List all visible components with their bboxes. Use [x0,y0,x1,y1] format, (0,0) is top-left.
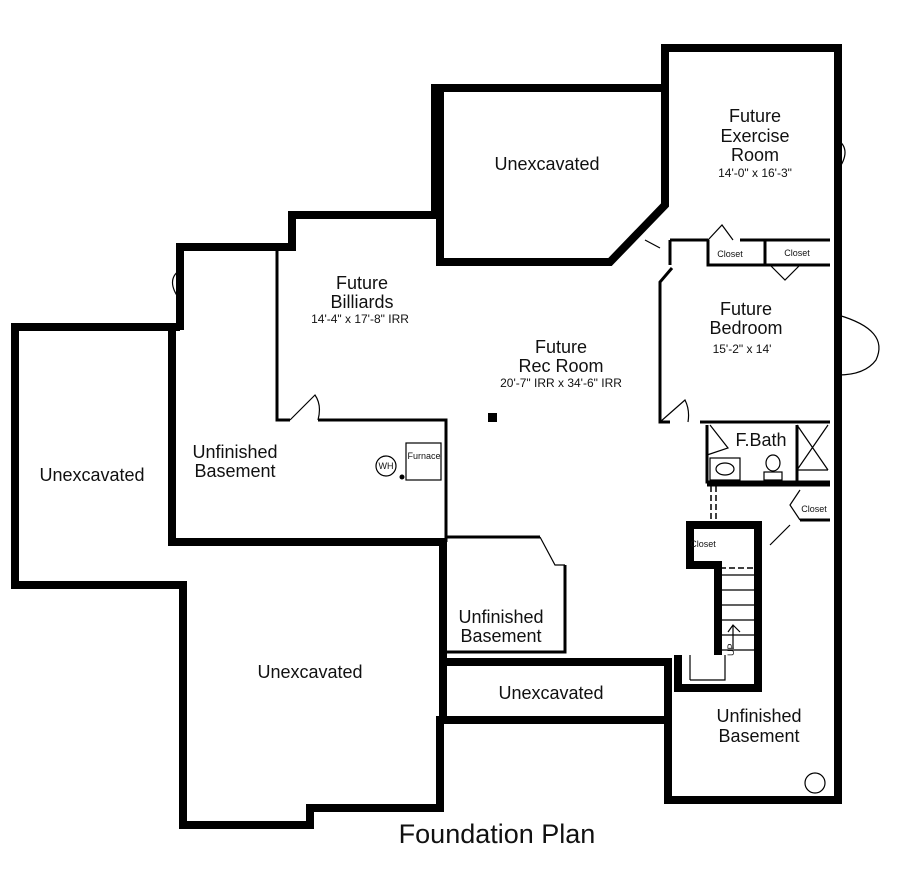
shower [796,424,829,471]
stair-dashes [710,486,756,569]
label-rec-2: Rec Room [518,356,603,376]
label-unexcavated-top: Unexcavated [494,154,599,174]
dims-exercise: 14'-0" x 16'-3" [718,166,792,180]
label-exercise-1: Future [729,106,781,126]
exterior-wall [11,44,842,829]
toilet [765,454,781,472]
unexcavated-left-wall [168,330,447,720]
window [171,139,846,301]
window-bay [837,314,880,376]
landing [689,655,726,681]
drain [399,474,405,480]
label-water-heater: WH [379,461,394,471]
sump-pit [804,772,826,794]
label-stair-up: UP [726,643,736,656]
label-unfinished-mid-2: Basement [460,626,541,646]
vanity [709,457,741,481]
dims-rec: 20'-7" IRR x 34'-6" IRR [500,376,622,390]
plan-title: Foundation Plan [399,819,596,849]
unexcavated-small-wall [443,658,672,720]
label-closet-b: Closet [784,248,810,258]
label-bedroom-2: Bedroom [709,318,782,338]
label-unexcavated-bottom: Unexcavated [257,662,362,682]
label-unexcavated-small: Unexcavated [498,683,603,703]
label-rec-1: Future [535,337,587,357]
label-unfinished-left-1: Unfinished [192,442,277,462]
door-swings [289,224,801,566]
label-bath: F.Bath [735,430,786,450]
dims-bedroom: 15'-2" x 14' [713,342,772,356]
sink [715,462,735,476]
stair-wall [674,521,762,692]
label-billiards-1: Future [336,273,388,293]
water-heater-circle [375,455,397,477]
bath-wall [705,425,830,522]
label-unfinished-left-2: Basement [194,461,275,481]
furnace-box [405,442,442,481]
column [488,413,497,422]
label-unfinished-right-1: Unfinished [716,706,801,726]
dims-billiards: 14'-4" x 17'-8" IRR [311,312,409,326]
label-exercise-3: Room [731,145,779,165]
label-closet-a: Closet [717,249,743,259]
label-unexcavated-left: Unexcavated [39,465,144,485]
exercise-wall [668,238,830,267]
toilet-tank [763,471,783,481]
label-closet-d: Closet [690,539,716,549]
label-unfinished-mid-1: Unfinished [458,607,543,627]
stair-treads [718,574,758,651]
label-billiards-2: Billiards [330,292,393,312]
label-exercise-2: Exercise [720,126,789,146]
billiards-wall [275,250,448,542]
label-bedroom-1: Future [720,299,772,319]
unexcavated-top-wall [436,88,669,266]
label-closet-c: Closet [801,504,827,514]
unfinished-mid-wall [446,535,567,654]
bedroom-wall [658,267,830,424]
label-unfinished-right-2: Basement [718,726,799,746]
label-furnace: Furnace [407,451,440,461]
